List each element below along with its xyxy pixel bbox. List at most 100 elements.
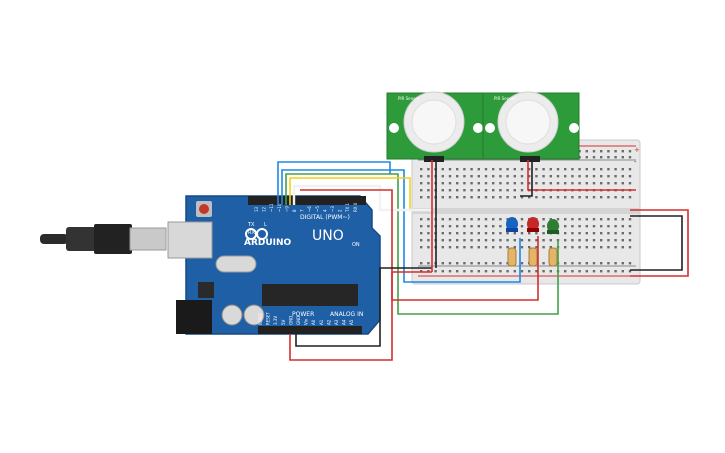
breadboard-hole (463, 239, 466, 242)
breadboard-hole (564, 239, 567, 242)
breadboard-hole (420, 246, 423, 249)
breadboard-hole (513, 175, 516, 178)
breadboard-hole (592, 182, 596, 185)
breadboard-hole (585, 232, 588, 235)
breadboard-hole (420, 232, 423, 235)
breadboard-hole (420, 175, 423, 178)
breadboard-hole (592, 168, 596, 171)
breadboard-hole (506, 182, 509, 185)
breadboard-hole (564, 175, 567, 178)
breadboard-hole (420, 168, 423, 171)
breadboard-hole (614, 150, 617, 153)
breadboard-hole (600, 150, 603, 153)
breadboard-hole (571, 182, 574, 185)
breadboard-hole (448, 189, 452, 192)
breadboard-hole (513, 182, 516, 185)
breadboard-hole (456, 225, 459, 228)
breadboard-hole (441, 239, 444, 242)
breadboard-hole (506, 196, 509, 199)
breadboard-hole (578, 262, 581, 265)
breadboard-hole (520, 196, 524, 199)
breadboard-hole (600, 239, 603, 242)
breadboard-hole (578, 246, 581, 249)
breadboard-hole (585, 182, 588, 185)
breadboard-hole (477, 218, 480, 221)
breadboard-hole (499, 168, 502, 171)
breadboard-hole (535, 239, 538, 242)
breadboard-hole (492, 225, 495, 228)
breadboard-hole (477, 225, 480, 228)
breadboard-hole (463, 189, 466, 192)
breadboard-hole (571, 262, 574, 265)
power-pin-label: GND (288, 316, 293, 325)
breadboard-hole (592, 196, 596, 199)
breadboard-hole (578, 175, 581, 178)
breadboard-hole (470, 270, 473, 273)
breadboard-hole (456, 189, 459, 192)
breadboard-hole (571, 270, 574, 273)
breadboard-hole (607, 270, 610, 273)
breadboard-hole (448, 182, 452, 185)
pir-sensor-2: PIR Sensor (482, 91, 580, 162)
breadboard-hole (456, 182, 459, 185)
breadboard-hole (420, 262, 423, 265)
breadboard-hole (535, 175, 538, 178)
breadboard-hole (463, 270, 466, 273)
breadboard-hole (441, 225, 444, 228)
breadboard-hole (600, 225, 603, 228)
breadboard-hole (571, 175, 574, 178)
breadboard-hole (499, 262, 502, 265)
breadboard-hole (578, 168, 581, 171)
breadboard-hole (513, 168, 516, 171)
breadboard-hole (520, 218, 524, 221)
breadboard-hole (614, 270, 617, 273)
breadboard-hole (463, 175, 466, 178)
breadboard-hole (614, 168, 617, 171)
breadboard-hole (463, 225, 466, 228)
breadboard-hole (607, 156, 610, 159)
breadboard-hole (600, 270, 603, 273)
breadboard-hole (477, 262, 480, 265)
led-blue (506, 217, 518, 232)
breadboard-hole (571, 196, 574, 199)
breadboard-hole (535, 246, 538, 249)
arduino-board: ARDUINO UNO DIGITAL (PWM~) POWER ANALOG … (167, 195, 381, 335)
breadboard-hole (470, 232, 473, 235)
breadboard-hole (470, 196, 473, 199)
power-pin-label: A3 (334, 319, 339, 325)
breadboard-hole (456, 196, 459, 199)
breadboard-hole (427, 189, 430, 192)
wire-red-right (630, 209, 689, 277)
breadboard-hole (556, 168, 560, 171)
resistors (507, 247, 558, 267)
wire-red-5v (289, 271, 432, 361)
breadboard-hole (506, 270, 509, 273)
breadboard-hole (542, 225, 545, 228)
wire-black-right (630, 215, 683, 271)
breadboard-hole (571, 225, 574, 228)
breadboard-hole (520, 246, 524, 249)
analog-label: ANALOG IN (330, 311, 363, 318)
digital-pin-label: ~6 (307, 206, 312, 212)
breadboard-hole (499, 239, 502, 242)
breadboard-hole (549, 239, 552, 242)
breadboard-hole (492, 196, 495, 199)
breadboard-hole (477, 168, 480, 171)
breadboard-hole (513, 196, 516, 199)
breadboard-hole (513, 189, 516, 192)
breadboard-hole (499, 175, 502, 178)
breadboard-hole (592, 262, 596, 265)
breadboard-hole (499, 270, 502, 273)
breadboard-hole (520, 262, 524, 265)
breadboard-hole (549, 246, 552, 249)
breadboard-hole (564, 246, 567, 249)
wire-green-led (285, 173, 559, 315)
breadboard-hole (441, 246, 444, 249)
breadboard-hole (492, 270, 495, 273)
breadboard-hole (506, 239, 509, 242)
breadboard-hole (441, 189, 444, 192)
led-red (527, 217, 539, 232)
breadboard-hole (427, 196, 430, 199)
breadboard-hole (549, 218, 552, 221)
pir-1-label: PIR Sensor (398, 96, 420, 101)
